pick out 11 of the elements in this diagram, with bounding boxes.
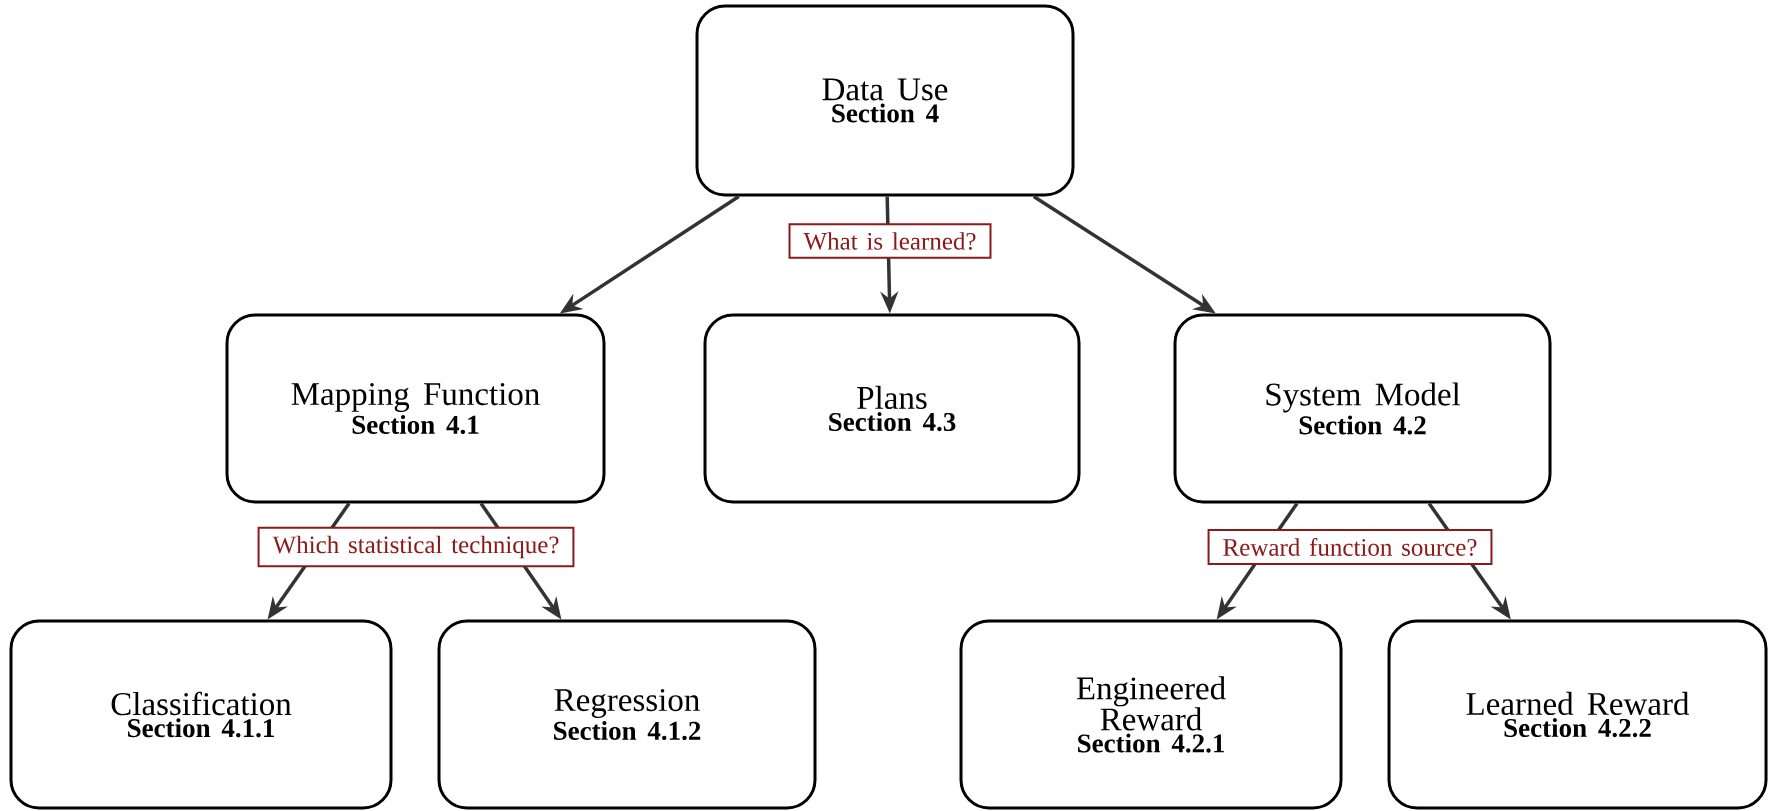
process-box: Plans Section 4.3 xyxy=(703,313,1081,504)
process-box: Mapping Function Section 4.1 xyxy=(225,313,606,504)
edge-label: Which statistical technique? xyxy=(257,526,575,568)
edge-label: What is learned? xyxy=(788,223,992,259)
process-box: Regression Section 4.1.2 xyxy=(437,619,817,810)
process-box: Classification Section 4.1.1 xyxy=(9,619,393,810)
process-box: Learned Reward Section 4.2.2 xyxy=(1387,619,1768,810)
process-box: System Model Section 4.2 xyxy=(1173,313,1552,504)
process-box: Engineered Reward Section 4.2.1 xyxy=(959,619,1343,810)
process-box: Data Use Section 4 xyxy=(695,4,1075,197)
edge-label: Reward function source? xyxy=(1207,529,1493,565)
